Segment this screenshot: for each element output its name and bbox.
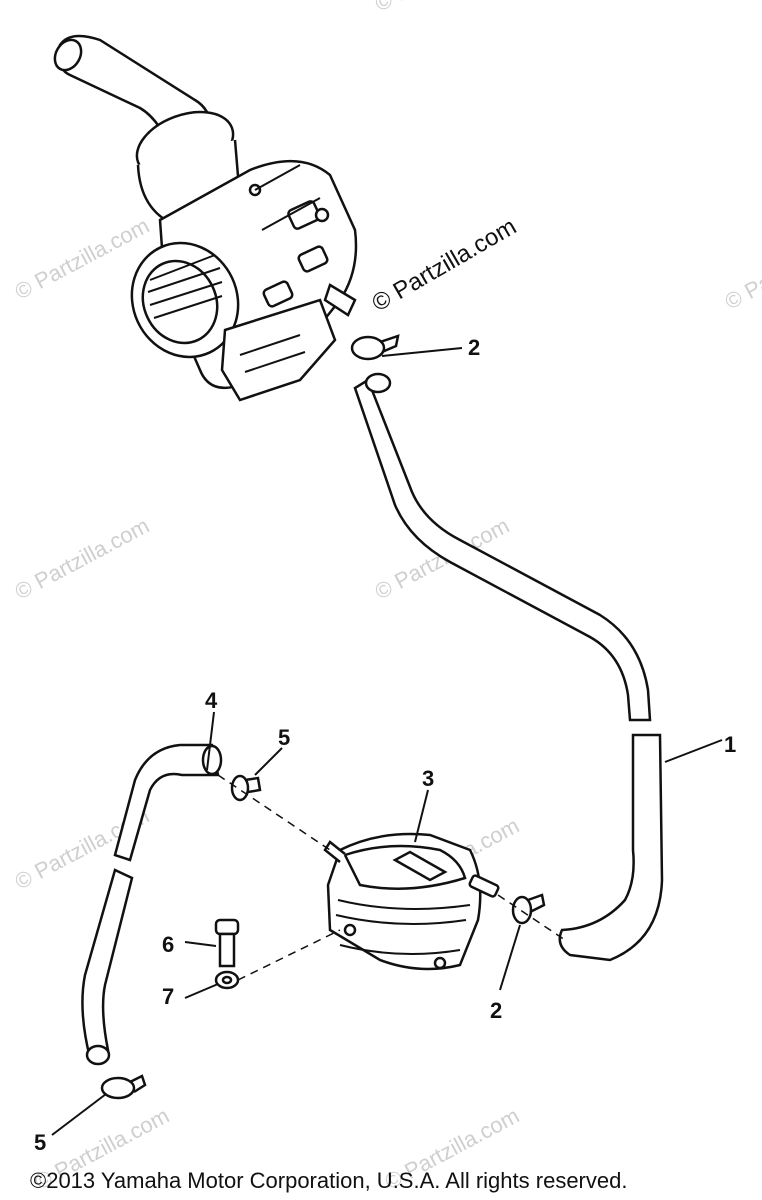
callout-3: 3	[422, 766, 434, 791]
callout-1: 1	[724, 732, 736, 757]
fuel-hose-4	[81, 743, 223, 1066]
screw-6	[214, 918, 240, 968]
background-watermarks: © Partzilla.com © Partzilla.com © Partzi…	[11, 0, 762, 1194]
callout-4: 4	[205, 688, 218, 713]
hose-clamp-5-upper	[230, 774, 262, 802]
hose-clamp-2-top	[350, 334, 400, 361]
hose-clamp-5-lower	[100, 1074, 147, 1100]
callout-labels: 1 2 2 3 4 5 5 6 7	[34, 335, 736, 1155]
callout-5-upper: 5	[278, 725, 290, 750]
assembly-lines	[217, 774, 566, 981]
partzilla-watermark-main: © Partzilla.com	[368, 213, 522, 317]
washer-7	[214, 970, 240, 990]
copyright-notice: ©2013 Yamaha Motor Corporation, U.S.A. A…	[30, 1168, 628, 1193]
callout-5-lower: 5	[34, 1130, 46, 1155]
carburetor-illustration	[53, 34, 358, 402]
hose-clamp-2-bottom	[511, 893, 546, 925]
fuel-hose-1	[353, 372, 664, 962]
callout-7: 7	[162, 984, 174, 1009]
leader-lines	[51, 347, 723, 1136]
watermark-text: © Partzilla.com	[721, 223, 762, 315]
watermark-text: © Partzilla.com	[371, 0, 514, 16]
callout-2-bottom: 2	[490, 998, 502, 1023]
callout-2-top: 2	[468, 335, 480, 360]
fuel-pump-illustration	[323, 832, 500, 971]
watermark-text: © Partzilla.com	[11, 513, 154, 605]
callout-6: 6	[162, 932, 174, 957]
